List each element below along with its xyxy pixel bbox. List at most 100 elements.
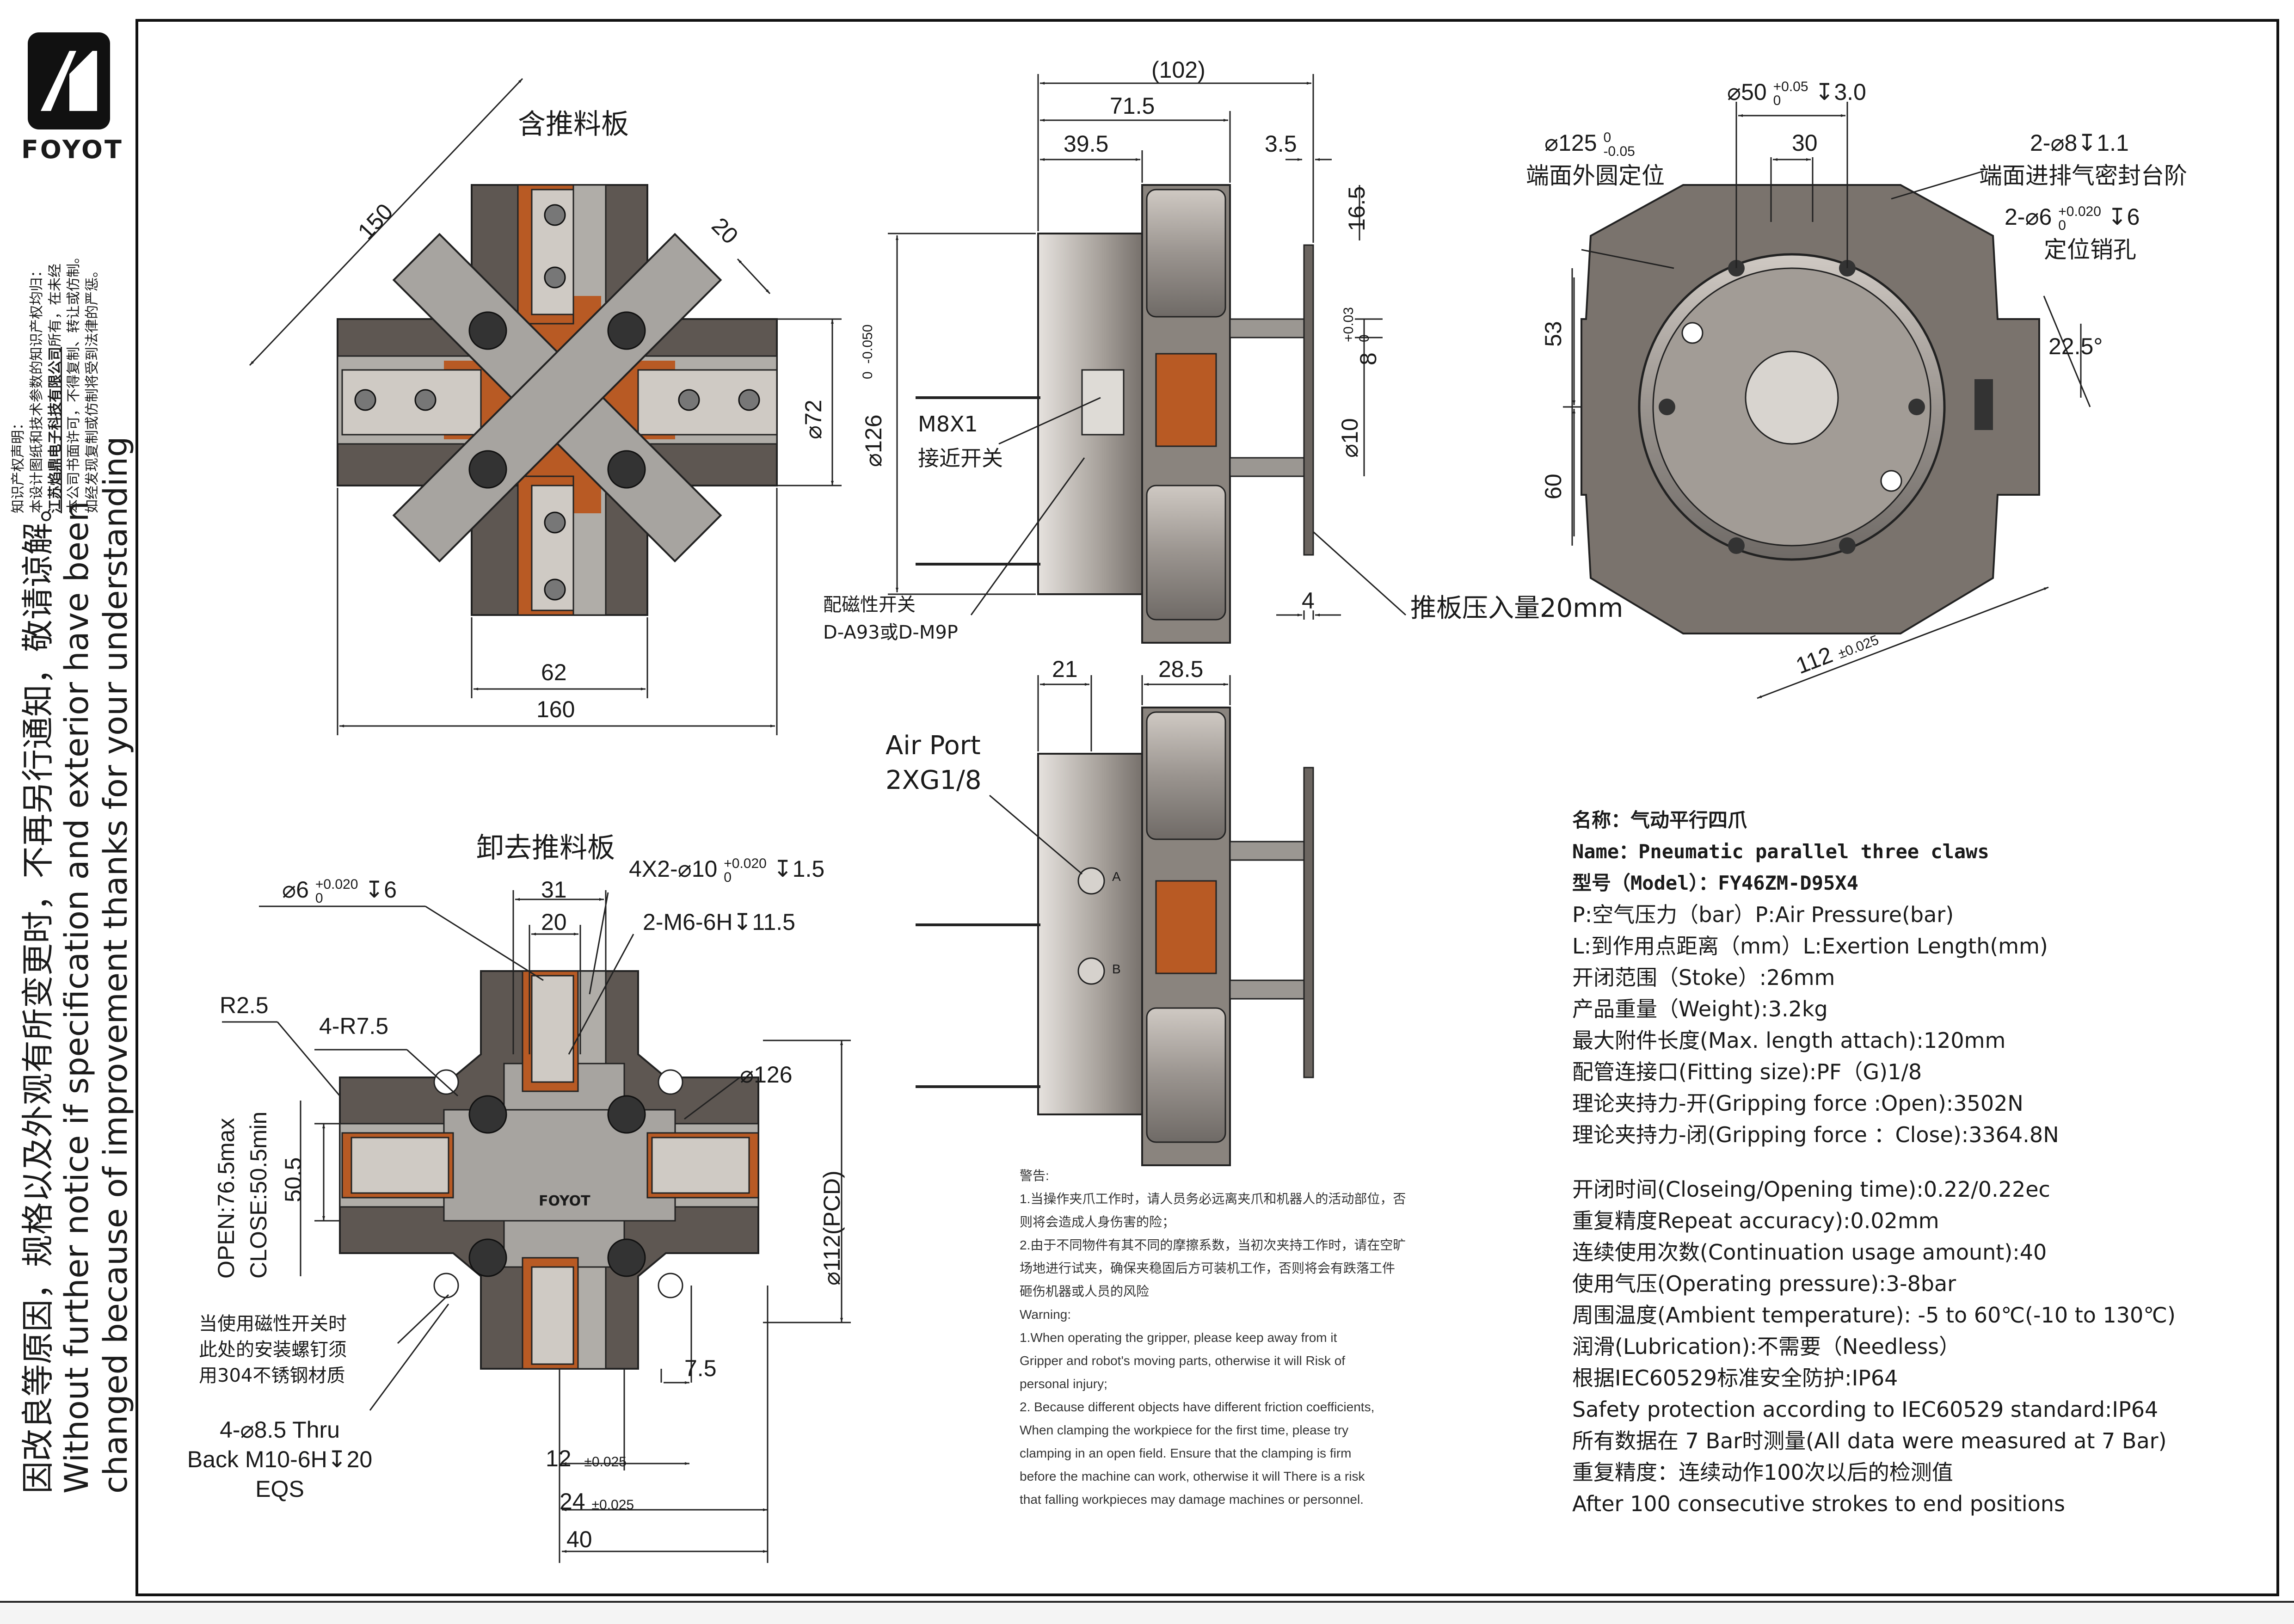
- spec-model: 型号（Model）：FY46ZM-D95X4: [1572, 872, 1858, 894]
- spec-line: 所有数据在 7 Bar时测量(All data were measured at…: [1572, 1428, 2167, 1453]
- warning-en-line: Gripper and robot's moving parts, otherw…: [1020, 1353, 1346, 1368]
- pin-6-value: ⌀6: [282, 877, 309, 903]
- thru-line: EQS: [255, 1476, 304, 1502]
- spec-line: 润滑(Lubrication):不需要（Needless）: [1572, 1334, 1961, 1359]
- dim-20b: 20: [541, 909, 567, 935]
- view1-dimension-lines: [249, 78, 842, 735]
- warning-en-line: before the machine can work, otherwise i…: [1020, 1469, 1365, 1483]
- gripper-top-view-with-pusher: [337, 184, 778, 616]
- dim-102: (102): [1151, 57, 1205, 83]
- ip-line: 所有，在未经: [47, 264, 63, 347]
- warning-cn-line: 2.由于不同物件有其不同的摩擦系数，当初次夹持工作时，请在空旷: [1020, 1238, 1406, 1252]
- dim-dia72: ⌀72: [800, 400, 826, 439]
- warning-en-line: personal injury;: [1020, 1377, 1107, 1391]
- center-logo-text: FOYOT: [539, 1193, 590, 1209]
- change-notice: 因改良等原因，规格以及外观有所变更时，不再另行通知，敬请谅解。 Without …: [18, 437, 135, 1494]
- label-air-port: Air Port: [886, 731, 981, 761]
- warning-en-line: 2. Because different objects have differ…: [1020, 1400, 1375, 1414]
- tol-8-lower: 0: [1357, 334, 1372, 342]
- spec-name-en: Name：Pneumatic parallel three claws: [1572, 840, 1989, 863]
- spec-block: 名称：气动平行四爪 Name：Pneumatic parallel three …: [1572, 805, 2266, 1519]
- label-magnetic-switch: 配磁性开关: [823, 594, 916, 615]
- tol-126-upper: 0: [860, 371, 875, 379]
- dim-53: 53: [1540, 321, 1566, 347]
- spec-line: 重复精度Repeat accuracy):0.02mm: [1572, 1208, 1939, 1233]
- dim-r7-5: 4-R7.5: [319, 1013, 389, 1039]
- tol-24: ±0.025: [591, 1497, 634, 1513]
- view2-dimension-lines: [888, 74, 1407, 620]
- dim-30: 30: [1792, 130, 1818, 156]
- dim-71-5: 71.5: [1110, 93, 1155, 119]
- notice-en-1: Without further notice if specification …: [58, 501, 96, 1494]
- dim-12-value: 12: [546, 1446, 572, 1471]
- note-magnetic-screw: 当使用磁性开关时 此处的安装螺钉须 用304不锈钢材质: [199, 1311, 347, 1389]
- tol-126: 0 -0.050: [860, 325, 876, 379]
- warning-cn-line: 1.当操作夹爪工作时，请人员务必远离夹爪和机器人的活动部位，否: [1020, 1192, 1406, 1206]
- dim-21: 21: [1052, 656, 1078, 682]
- spec-line: P:空气压力（bar）P:Air Pressure(bar): [1572, 902, 1954, 927]
- tol-125-lower: -0.05: [1603, 143, 1635, 159]
- warning-en-line: that falling workpieces may damage machi…: [1020, 1492, 1364, 1507]
- dim-dia10: ⌀10: [1337, 418, 1363, 458]
- view4-dimension-lines: [989, 675, 1231, 875]
- spec-line: Safety protection according to IEC60529 …: [1572, 1397, 2159, 1422]
- note-line: 当使用磁性开关时: [199, 1313, 347, 1335]
- dim-40: 40: [566, 1526, 592, 1552]
- label-open: OPEN:76.5max: [213, 1118, 239, 1279]
- note-line: 此处的安装螺钉须: [199, 1339, 347, 1360]
- tol-pin-upper: +0.020: [315, 876, 358, 892]
- threads-m6: 2-M6-6H↧11.5: [643, 909, 795, 935]
- tol-6-upper: +0.020: [2058, 203, 2101, 219]
- spec-line: 配管连接口(Fitting size):PF（G)1/8: [1572, 1059, 1922, 1084]
- label-end-face-locate: 端面外圆定位: [1526, 162, 1665, 189]
- tol-12: ±0.025: [584, 1454, 627, 1470]
- label-locating-pin-hole: 定位销孔: [2044, 236, 2136, 263]
- spec-name-cn: 名称：气动平行四爪: [1572, 809, 1747, 831]
- dim-62: 62: [541, 659, 567, 685]
- view1-title: 含推料板: [518, 108, 629, 141]
- thru-line: Back M10-6H↧20: [187, 1446, 373, 1472]
- spec-line: 使用气压(Operating pressure):3-8bar: [1572, 1271, 1956, 1296]
- dim-39-5: 39.5: [1064, 131, 1109, 157]
- dim-r2-5: R2.5: [220, 992, 269, 1018]
- tol-8-upper: +0.03: [1341, 307, 1356, 342]
- note-thru-holes: 4-⌀8.5 Thru Back M10-6H↧20 EQS: [169, 1415, 391, 1504]
- spec-line: 产品重量（Weight):3.2kg: [1572, 997, 1828, 1021]
- gripper-side-view-top: [916, 184, 1314, 644]
- tol-6-lower: 0: [2058, 217, 2066, 233]
- label-magnetic-switch-models: D-A93或D-M9P: [823, 622, 958, 643]
- spec-line: 周围温度(Ambient temperature): -5 to 60℃(-10…: [1572, 1303, 2176, 1328]
- warning-block: 警告: 1.当操作夹爪工作时，请人员务必远离夹爪和机器人的活动部位，否 则将会造…: [1020, 1164, 1487, 1511]
- dim-28-5: 28.5: [1158, 656, 1204, 682]
- tol-50-upper: +0.05: [1773, 79, 1808, 94]
- label-close: CLOSE:50.5min: [246, 1111, 271, 1279]
- dim-dia125: ⌀125 0-0.05: [1544, 129, 1635, 159]
- label-m8: M8X1: [918, 412, 978, 437]
- dim-24: 24 ±0.025: [560, 1488, 634, 1515]
- tol-pin-lower: 0: [315, 890, 323, 906]
- dim-dia126: ⌀126: [861, 414, 886, 467]
- holes-10-value: 4X2-⌀10: [629, 856, 718, 882]
- spec-line: L:到作用点距离（mm）L:Exertion Length(mm): [1572, 934, 2048, 959]
- warning-cn-line: 则将会造成人身伤害的险；: [1020, 1215, 1175, 1229]
- pin-depth: ↧6: [364, 877, 397, 903]
- dim-4: 4: [1302, 588, 1315, 614]
- port-b: B: [1112, 962, 1121, 976]
- dim-pcd: ⌀112(PCD): [819, 1170, 845, 1286]
- warning-title-en: Warning:: [1020, 1307, 1071, 1322]
- dim-7-5: 7.5: [684, 1355, 717, 1381]
- dim-12: 12 ±0.025: [546, 1445, 627, 1472]
- bottom-ruler: [0, 1601, 2294, 1624]
- spec-line: 理论夹持力-开(Gripping force :Open):3502N: [1572, 1091, 2023, 1116]
- label-air-port-size: 2XG1/8: [886, 765, 982, 795]
- spec-line: 开闭时间(Closeing/Opening time):0.22/0.22ec: [1572, 1177, 2050, 1202]
- thru-line: 4-⌀8.5 Thru: [220, 1417, 340, 1443]
- warning-cn-line: 砸伤机器或人员的风险: [1020, 1284, 1150, 1298]
